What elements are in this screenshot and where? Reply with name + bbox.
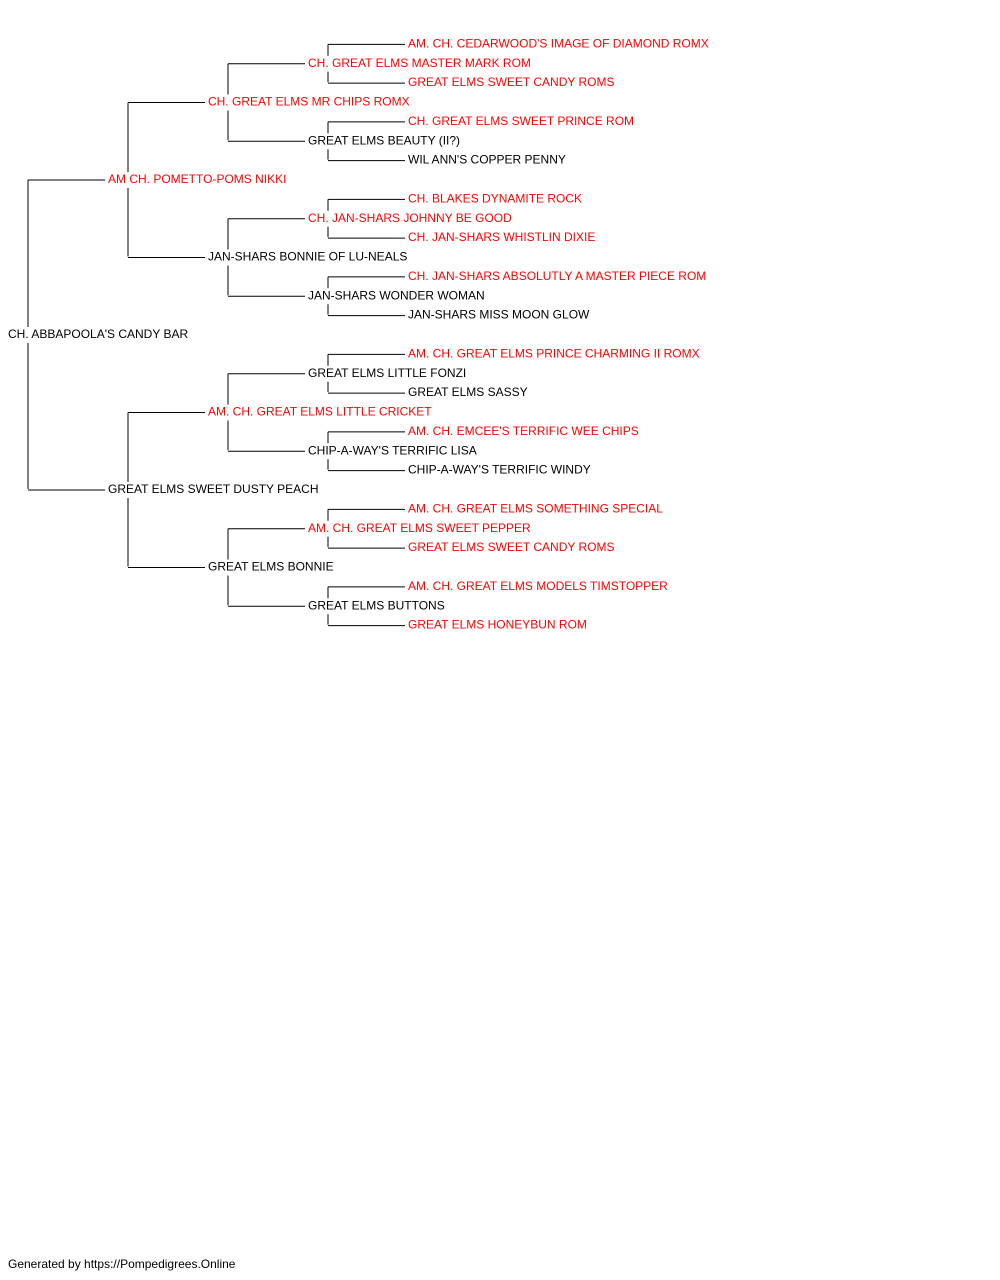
dog-name-sire-gen1: AM CH. POMETTO-POMS NIKKI (108, 172, 286, 186)
dog-name-dam-gen4: WIL ANN'S COPPER PENNY (408, 153, 566, 167)
dog-name-sire-gen3: CH. GREAT ELMS MASTER MARK ROM (308, 56, 531, 70)
dog-name-dam-gen4: GREAT ELMS SASSY (408, 385, 528, 399)
dog-name-dam-gen3: CHIP-A-WAY'S TERRIFIC LISA (308, 443, 477, 457)
dog-name-dam-gen1: GREAT ELMS SWEET DUSTY PEACH (108, 482, 319, 496)
dog-name-sire-gen2: CH. GREAT ELMS MR CHIPS ROMX (208, 95, 410, 109)
dog-name-sire-gen4: AM. CH. GREAT ELMS PRINCE CHARMING II RO… (408, 346, 700, 360)
dog-name-dam-gen4: GREAT ELMS SWEET CANDY ROMS (408, 75, 614, 89)
dog-name-sire-gen4: AM. CH. GREAT ELMS SOMETHING SPECIAL (408, 501, 663, 515)
dog-name-dam-gen2: GREAT ELMS BONNIE (208, 560, 334, 574)
dog-name-sire-gen3: GREAT ELMS LITTLE FONZI (308, 366, 466, 380)
connector-lines (27, 43, 405, 627)
dog-name-sire-gen4: AM. CH. GREAT ELMS MODELS TIMSTOPPER (408, 579, 668, 593)
dog-name-sire-gen4: CH. BLAKES DYNAMITE ROCK (408, 191, 582, 205)
dog-name-dam-gen4: CHIP-A-WAY'S TERRIFIC WINDY (408, 463, 591, 477)
dog-name-sire-gen4: CH. JAN-SHARS ABSOLUTLY A MASTER PIECE R… (408, 269, 706, 283)
dog-name-sire-gen4: AM. CH. EMCEE'S TERRIFIC WEE CHIPS (408, 424, 639, 438)
dog-name-dam-gen3: GREAT ELMS BUTTONS (308, 598, 445, 612)
generated-by-footer: Generated by https://Pompedigrees.Online (8, 1257, 236, 1271)
dog-name-sire-gen4: AM. CH. CEDARWOOD'S IMAGE OF DIAMOND ROM… (408, 36, 709, 50)
dog-name-dam-gen3: GREAT ELMS BEAUTY (II?) (308, 133, 460, 147)
dog-name-sire-gen4: CH. GREAT ELMS SWEET PRINCE ROM (408, 114, 634, 128)
dog-name-sire-gen3: CH. JAN-SHARS JOHNNY BE GOOD (308, 211, 512, 225)
dog-name-dam-gen4: JAN-SHARS MISS MOON GLOW (408, 308, 590, 322)
dog-name-sire-gen2: AM. CH. GREAT ELMS LITTLE CRICKET (208, 405, 432, 419)
dog-name-dam-gen4: GREAT ELMS SWEET CANDY ROMS (408, 540, 614, 554)
dog-name-sire-gen3: AM. CH. GREAT ELMS SWEET PEPPER (308, 521, 531, 535)
dog-name-dam-gen4: CH. JAN-SHARS WHISTLIN DIXIE (408, 230, 595, 244)
dog-labels: CH. ABBAPOOLA'S CANDY BAR AM CH. POMETTO-… (8, 36, 709, 631)
dog-name-subject: CH. ABBAPOOLA'S CANDY BAR (8, 327, 188, 341)
dog-name-dam-gen4: GREAT ELMS HONEYBUN ROM (408, 618, 587, 632)
dog-name-dam-gen3: JAN-SHARS WONDER WOMAN (308, 288, 485, 302)
dog-name-dam-gen2: JAN-SHARS BONNIE OF LU-NEALS (208, 250, 407, 264)
